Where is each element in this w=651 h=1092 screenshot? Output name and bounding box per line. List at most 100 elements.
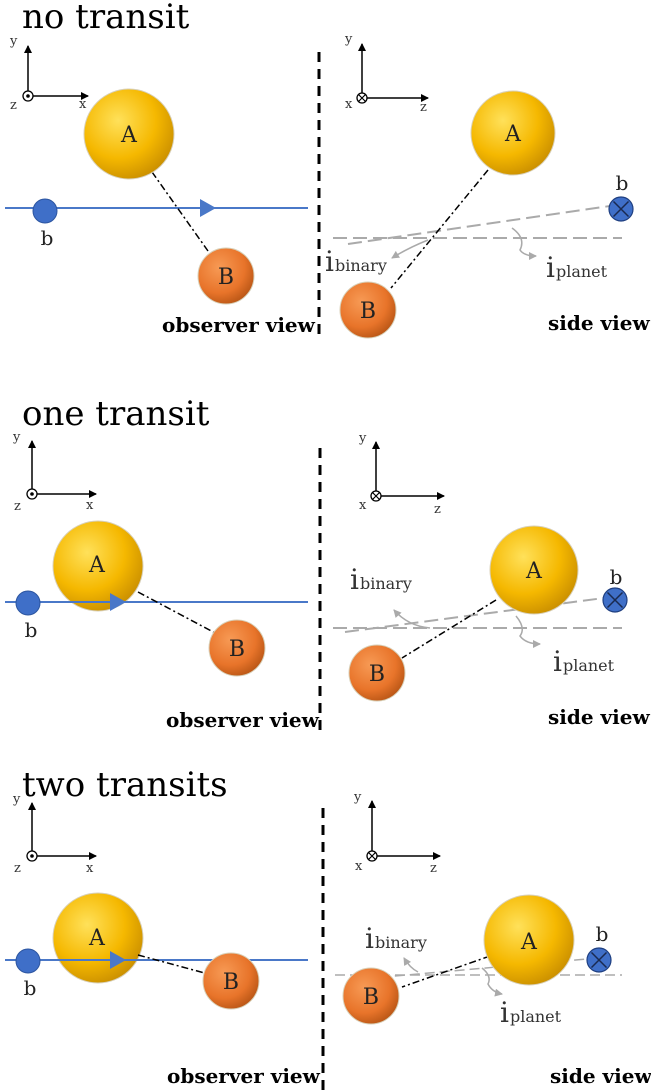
star-b bbox=[202, 952, 260, 1010]
i-binary-arrow bbox=[393, 609, 431, 629]
panel-title: no transit bbox=[22, 0, 190, 37]
star-a bbox=[83, 88, 175, 180]
z-axis-label: z bbox=[10, 98, 17, 113]
planet-b-label: b bbox=[616, 171, 629, 195]
orbit-direction-arrow bbox=[200, 199, 216, 217]
panel-title: one transit bbox=[22, 394, 210, 434]
i-binary-label: ibinary bbox=[325, 245, 387, 278]
i-binary-label: ibinary bbox=[365, 922, 427, 955]
x-axis-label: x bbox=[86, 861, 94, 876]
star-a bbox=[489, 525, 579, 615]
panel-no-transit: no transit y x z A B b observer view bbox=[5, 0, 650, 340]
binary-separation-line bbox=[401, 955, 491, 988]
star-b-label: B bbox=[218, 265, 234, 290]
star-b bbox=[208, 619, 266, 677]
star-a-label: A bbox=[520, 930, 538, 955]
i-planet-label: iplanet bbox=[546, 251, 608, 284]
star-a-label: A bbox=[88, 553, 106, 578]
planet-b bbox=[15, 590, 41, 616]
planet-b-label: b bbox=[41, 226, 54, 250]
observer-axes: y x z bbox=[12, 430, 97, 514]
y-axis-label: y bbox=[353, 790, 362, 805]
star-b bbox=[339, 281, 397, 339]
planet-b-label: b bbox=[596, 922, 609, 946]
z-axis-label: z bbox=[420, 100, 427, 115]
binary-separation-line bbox=[401, 599, 497, 659]
star-a-label: A bbox=[120, 123, 138, 148]
observer-axes: y x z bbox=[9, 34, 89, 113]
planet-b bbox=[15, 948, 41, 974]
side-view: A B b ibinary iplanet side view bbox=[325, 90, 650, 339]
star-a-label: A bbox=[504, 122, 522, 147]
star-b-label: B bbox=[363, 985, 379, 1010]
y-axis-label: y bbox=[12, 792, 21, 807]
star-a-label: A bbox=[88, 926, 106, 951]
x-axis-label: x bbox=[359, 498, 367, 513]
z-dot bbox=[30, 854, 34, 858]
i-planet-label: iplanet bbox=[500, 996, 562, 1029]
binary-separation-line bbox=[151, 171, 209, 252]
star-a bbox=[52, 520, 144, 612]
observer-view-label: observer view bbox=[166, 708, 320, 732]
star-b-label: B bbox=[369, 662, 385, 687]
side-view-label: side view bbox=[550, 1064, 651, 1088]
x-axis-label: x bbox=[345, 97, 353, 112]
orbit-direction-arrow bbox=[110, 951, 126, 969]
i-binary-arrow bbox=[403, 957, 419, 973]
y-axis-label: y bbox=[9, 34, 18, 49]
planet-b-label: b bbox=[24, 976, 37, 1000]
x-axis-label: x bbox=[86, 498, 94, 513]
observer-view: A B b observer view bbox=[5, 520, 320, 732]
i-planet-label: iplanet bbox=[553, 645, 615, 678]
side-axes: y x z bbox=[344, 32, 429, 115]
star-b bbox=[197, 247, 255, 305]
i-binary-arrow bbox=[391, 239, 429, 259]
z-axis-label: z bbox=[14, 499, 21, 514]
star-b bbox=[348, 644, 406, 702]
binary-separation-line bbox=[137, 591, 218, 635]
star-b-label: B bbox=[229, 637, 245, 662]
z-dot bbox=[30, 492, 34, 496]
i-planet-arrow bbox=[481, 967, 503, 997]
panel-one-transit: one transit y x z A B b observer view bbox=[5, 394, 650, 735]
y-axis-label: y bbox=[344, 32, 353, 47]
observer-view: A B b observer view bbox=[5, 88, 316, 337]
star-b-label: B bbox=[360, 299, 376, 324]
observer-axes: y x z bbox=[12, 792, 97, 876]
observer-view: A B b observer view bbox=[5, 892, 321, 1088]
side-axes: y x z bbox=[353, 790, 441, 876]
orbit-direction-arrow bbox=[110, 593, 126, 611]
binary-separation-line bbox=[390, 169, 489, 289]
z-axis-label: z bbox=[14, 861, 21, 876]
star-b-label: B bbox=[223, 970, 239, 995]
star-a bbox=[483, 894, 575, 986]
x-axis-label: x bbox=[355, 859, 363, 874]
panel-title: two transits bbox=[22, 765, 228, 805]
i-planet-arrow bbox=[511, 227, 537, 260]
side-axes: y x z bbox=[358, 431, 445, 517]
star-a-label: A bbox=[525, 559, 543, 584]
y-axis-label: y bbox=[358, 431, 367, 446]
planet-orbit-plane-line bbox=[344, 597, 605, 633]
z-axis-label: z bbox=[434, 502, 441, 517]
side-view: A B b ibinary iplanet side view bbox=[333, 525, 650, 729]
observer-view-label: observer view bbox=[162, 313, 316, 337]
star-a bbox=[470, 90, 556, 176]
z-axis-label: z bbox=[430, 861, 437, 876]
side-view-label: side view bbox=[548, 705, 650, 729]
i-planet-arrow bbox=[515, 615, 541, 648]
planet-orbit-plane-line bbox=[349, 957, 599, 981]
planet-b-label: b bbox=[25, 618, 38, 642]
side-view: A B b ibinary iplanet side view bbox=[335, 894, 651, 1088]
y-axis-label: y bbox=[12, 430, 21, 445]
i-binary-label: ibinary bbox=[350, 563, 412, 596]
z-dot bbox=[26, 94, 30, 98]
panel-two-transits: two transits y x z A B b observer view bbox=[5, 765, 651, 1090]
planet-b-label: b bbox=[610, 565, 623, 589]
side-view-label: side view bbox=[548, 311, 650, 335]
star-b bbox=[342, 967, 400, 1025]
binary-separation-line bbox=[137, 954, 213, 976]
planet-orbit-plane-line bbox=[347, 205, 611, 245]
x-axis-label: x bbox=[79, 97, 87, 112]
